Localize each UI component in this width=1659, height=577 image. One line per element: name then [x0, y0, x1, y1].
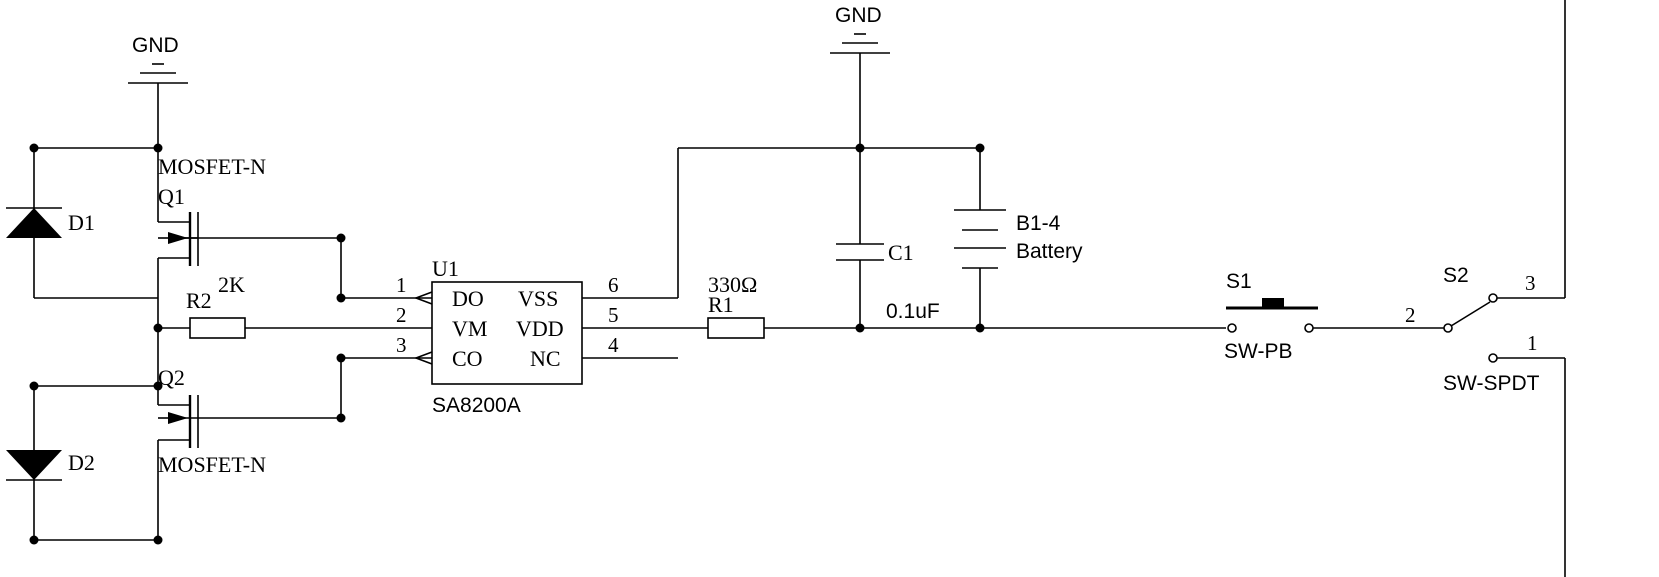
- ic-u1-body: [431, 281, 583, 385]
- d1-ref: D1: [68, 210, 95, 235]
- c1-ref: C1: [888, 240, 914, 265]
- resistor-r2: [189, 317, 246, 339]
- s2-pin2: 2: [1405, 303, 1416, 327]
- u1-pin4-num: 4: [608, 333, 619, 357]
- r2-value: 2K: [218, 272, 245, 297]
- c1-value: 0.1uF: [886, 300, 940, 323]
- u1-pin2-num: 2: [396, 303, 407, 327]
- switch-s1: [1226, 298, 1318, 333]
- diode-d2: [6, 450, 62, 481]
- mosfet-q1: [158, 212, 199, 266]
- u1-part: SA8200A: [432, 394, 521, 417]
- u1-pin5-name: VDD: [516, 316, 564, 341]
- r1-ref: R1: [708, 292, 734, 317]
- s2-pin1: 1: [1527, 331, 1538, 355]
- gnd-label-left: GND: [132, 34, 179, 57]
- mosfet-q2: [158, 395, 199, 448]
- battery-b1: [954, 209, 1006, 269]
- diode-d1: [6, 207, 62, 238]
- u1-pin6-num: 6: [608, 273, 619, 297]
- s2-pin3: 3: [1525, 271, 1536, 295]
- r2-ref: R2: [186, 288, 212, 313]
- u1-pin4-name: NC: [530, 346, 561, 371]
- s1-type: SW-PB: [1224, 340, 1292, 363]
- left-wires: [33, 147, 432, 541]
- u1-ref: U1: [432, 256, 459, 281]
- u1-pin1-name: DO: [452, 286, 484, 311]
- battery-label: Battery: [1016, 240, 1083, 263]
- r1-value: 330Ω: [708, 272, 757, 297]
- s1-ref: S1: [1226, 270, 1252, 293]
- junction-dots: [29, 143, 985, 545]
- gnd-label-right: GND: [835, 4, 882, 27]
- u1-pin3-num: 3: [396, 333, 407, 357]
- resistor-r1: [707, 317, 765, 339]
- u1-pin6-name: VSS: [518, 286, 558, 311]
- u1-pin2-name: VM: [452, 316, 487, 341]
- capacitor-c1: [836, 243, 884, 261]
- right-wires: [582, 0, 1566, 577]
- s2-type: SW-SPDT: [1443, 372, 1540, 395]
- u1-pin1-num: 1: [396, 273, 407, 297]
- q2-type: MOSFET-N: [158, 452, 266, 477]
- gnd-symbol-left: [128, 63, 188, 148]
- gnd-symbol-right: [830, 33, 890, 54]
- u1-pin-markers: [413, 291, 433, 365]
- d2-ref: D2: [68, 450, 95, 475]
- q1-type: MOSFET-N: [158, 154, 266, 179]
- u1-pin3-name: CO: [452, 346, 483, 371]
- q1-ref: Q1: [158, 184, 185, 209]
- switch-s2: [1443, 293, 1498, 363]
- battery-ref: B1-4: [1016, 212, 1061, 235]
- u1-pin5-num: 5: [608, 303, 619, 327]
- s2-ref: S2: [1443, 264, 1469, 287]
